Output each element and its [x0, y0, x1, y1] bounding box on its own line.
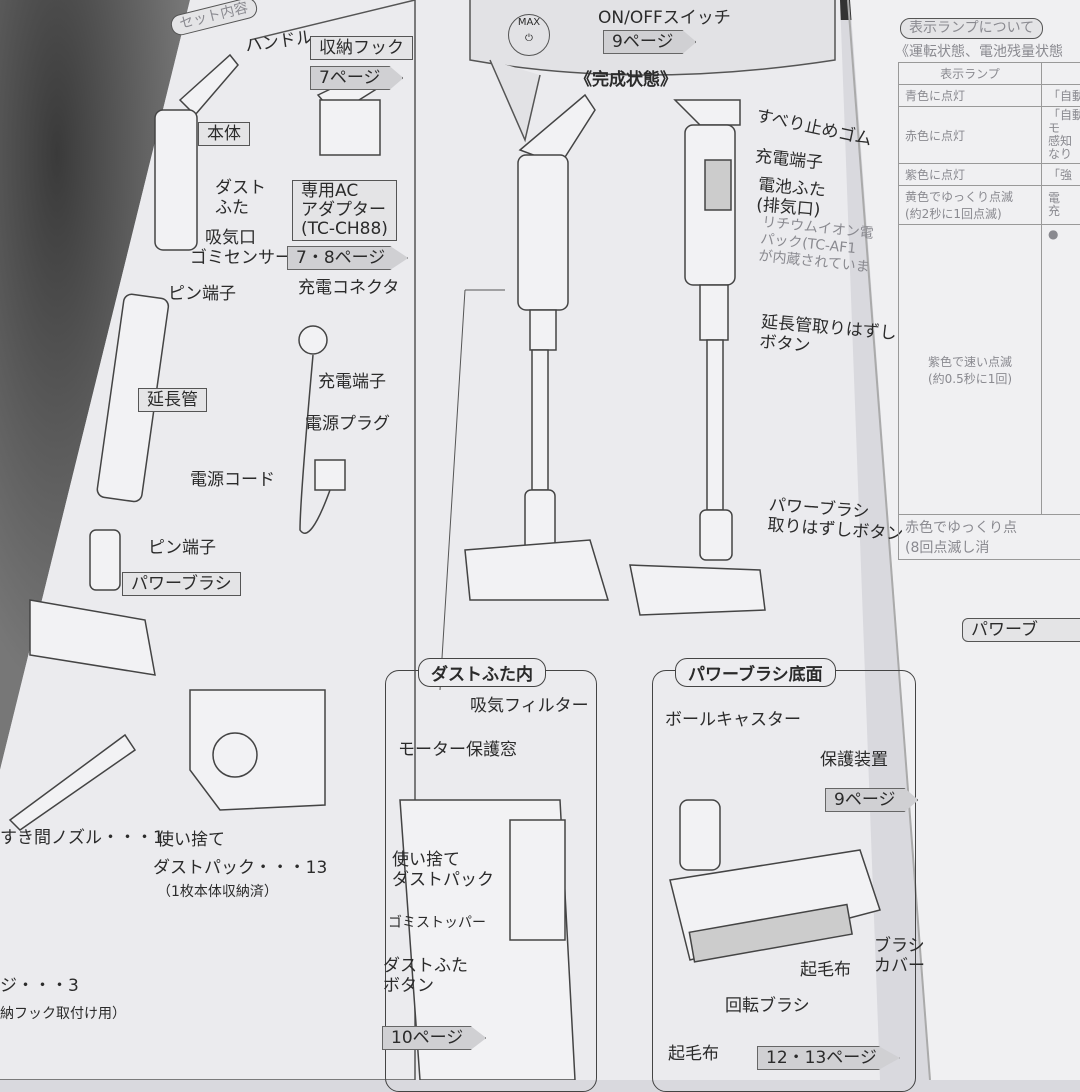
label-power-brush: パワーブラシ [122, 572, 241, 596]
label-raised-cloth-2: 起毛布 [668, 1044, 719, 1064]
dust-lid-panel-title: ダストふた内 [418, 658, 546, 687]
label-brush-cover: ブラシ カバー [874, 936, 925, 976]
label-screws-note: 納フック取付け用） [0, 1006, 126, 1023]
label-dust-lid: ダスト ふた [215, 178, 266, 218]
label-dust-sensor: ゴミセンサー [190, 248, 292, 268]
max-label: MAX [518, 17, 540, 28]
label-crevice-nozzle: すき間ノズル・・・1 [0, 828, 164, 848]
label-ball-caster: ボールキャスター [665, 710, 801, 730]
label-ac-adapter: 専用AC アダプター (TC-CH88) [292, 180, 397, 241]
label-extension-pipe: 延長管 [138, 388, 207, 412]
brush-panel-page-link[interactable]: 12・13ページ [757, 1046, 900, 1070]
table-row: 青色に点灯「自動 [899, 85, 1080, 107]
ac-adapter-page-link[interactable]: 7・8ページ [287, 246, 408, 270]
indicator-subtitle: 《運転状態、電池残量状態 [895, 44, 1063, 61]
lamp-cell: 紫色で速い点滅 (約0.5秒に1回) [899, 225, 1042, 515]
lamp-cell: 青色に点灯 [899, 85, 1042, 107]
lamp-cell: 紫色に点灯 [899, 164, 1042, 186]
table-row: 紫色で速い点滅 (約0.5秒に1回)● [899, 225, 1080, 515]
label-dust-stopper: ゴミストッパー [388, 915, 486, 932]
label-intake: 吸気口 [205, 228, 256, 248]
label-screws: ジ・・・3 [0, 976, 79, 996]
label-dust-pack-inside: 使い捨て ダストパック [392, 850, 494, 890]
power-brush-panel-title: パワーブラシ底面 [675, 658, 836, 687]
label-charge-terminal: 充電端子 [318, 372, 386, 392]
label-dust-pack-1: 使い捨て [157, 830, 225, 850]
label-storage-hook: 収納フック [310, 36, 413, 60]
table-header: 表示ランプ [899, 63, 1042, 85]
label-charge-connector: 充電コネクタ [298, 278, 399, 298]
label-dust-lid-button: ダストふた ボタン [383, 956, 468, 996]
desc-cell: 「自動 [1042, 85, 1080, 107]
label-rotating-brush: 回転ブラシ [725, 996, 810, 1016]
label-power-cord: 電源コード [190, 470, 275, 490]
desc-cell: ● [1042, 225, 1080, 515]
desc-cell: 「自動 モ 感知 なり [1042, 107, 1080, 164]
label-dust-pack-note: （1枚本体収納済） [157, 884, 278, 901]
power-icon: ⏻ [525, 33, 533, 44]
label-protector: 保護装置 [820, 750, 888, 770]
table-row: 紫色に点灯「強 [899, 164, 1080, 186]
label-raised-cloth: 起毛布 [800, 960, 851, 980]
storage-hook-page-link[interactable]: 7ページ [310, 66, 403, 90]
label-pin-terminal: ピン端子 [168, 284, 236, 304]
label-power-plug: 電源プラグ [305, 414, 390, 434]
table-row: 赤色でゆっくり点 (8回点滅し消 [899, 515, 1080, 560]
label-intake-filter: 吸気フィルター [470, 696, 589, 716]
lamp-cell: 赤色でゆっくり点 (8回点滅し消 [899, 515, 1080, 560]
dust-panel-page-link[interactable]: 10ページ [382, 1026, 486, 1050]
label-motor-window: モーター保護窓 [398, 740, 517, 760]
table-header-row: 表示ランプ [899, 63, 1080, 85]
label-body: 本体 [198, 122, 250, 146]
desc-cell: 「強 [1042, 164, 1080, 186]
table-row: 黄色でゆっくり点滅 (約2秒に1回点滅)電 充 [899, 186, 1080, 225]
indicator-table: 表示ランプ 青色に点灯「自動 赤色に点灯「自動 モ 感知 なり 紫色に点灯「強 … [898, 62, 1080, 560]
table-row: 赤色に点灯「自動 モ 感知 なり [899, 107, 1080, 164]
on-off-page-link[interactable]: 9ページ [603, 30, 696, 54]
label-pin-terminal-brush: ピン端子 [148, 538, 216, 558]
max-power-button[interactable]: MAX ⏻ [508, 14, 550, 56]
power-brush-section-title: パワーブ [962, 618, 1080, 642]
desc-cell: 電 充 [1042, 186, 1080, 225]
indicator-section-title: 表示ランプについて [900, 18, 1043, 39]
label-dust-pack-2: ダストパック・・・13 [153, 858, 327, 878]
label-on-off-switch: ON/OFFスイッチ [598, 8, 731, 28]
power-brush-bottom-panel [652, 670, 916, 1092]
completed-state-title: 《完成状態》 [575, 70, 677, 90]
lamp-cell: 赤色に点灯 [899, 107, 1042, 164]
protector-page-link[interactable]: 9ページ [825, 788, 918, 812]
lamp-cell: 黄色でゆっくり点滅 (約2秒に1回点滅) [899, 186, 1042, 225]
